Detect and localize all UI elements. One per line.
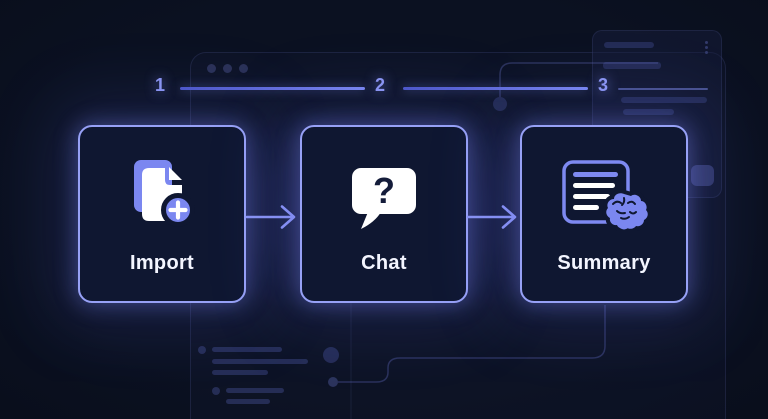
step-connector-line [180,87,365,90]
step-connector-line [403,87,588,90]
window-dot-icon [207,64,216,73]
speech-bubble-shape [352,167,416,214]
placeholder-line [212,370,268,375]
plus-icon [168,199,188,220]
step-number-2: 2 [374,75,385,95]
placeholder-line [621,97,707,103]
kebab-menu-icon [705,41,708,44]
arrow-right-icon [246,205,296,229]
placeholder-button [691,165,714,186]
documents-add-icon [122,152,202,238]
speech-bubble-tail [361,211,381,229]
document-brain-icon [560,152,648,238]
step-card-summary[interactable]: Summary [520,125,688,303]
step-card-import[interactable]: Import [78,125,246,303]
text-line [573,193,610,199]
text-line-accent [573,171,618,177]
step-label-summary: Summary [557,251,651,274]
arrow-right-icon [467,205,517,229]
step-number-3: 3 [597,75,608,95]
placeholder-line [212,347,282,352]
window-dot-icon [223,64,232,73]
kebab-menu-icon [705,46,708,49]
step-number-1: 1 [154,75,165,95]
bullet-dot [198,346,206,354]
step-label-import: Import [129,251,195,274]
placeholder-line [226,388,284,393]
text-line [573,204,599,210]
bullet-dot [212,387,220,395]
window-dot-icon [239,64,248,73]
placeholder-line [603,62,661,69]
placeholder-line [226,399,270,404]
step-label-chat: Chat [361,251,407,274]
step-card-chat[interactable]: ? Chat [300,125,468,303]
text-line [573,182,615,188]
folded-corner-shape [169,166,182,180]
placeholder-line [212,359,308,364]
kebab-menu-icon [705,51,708,54]
question-mark-glyph: ? [373,170,395,211]
placeholder-line [623,109,674,115]
brain-shape [602,188,648,231]
step-connector-line [618,88,708,90]
placeholder-line [604,42,654,48]
chat-question-bubble-icon: ? [346,152,422,238]
